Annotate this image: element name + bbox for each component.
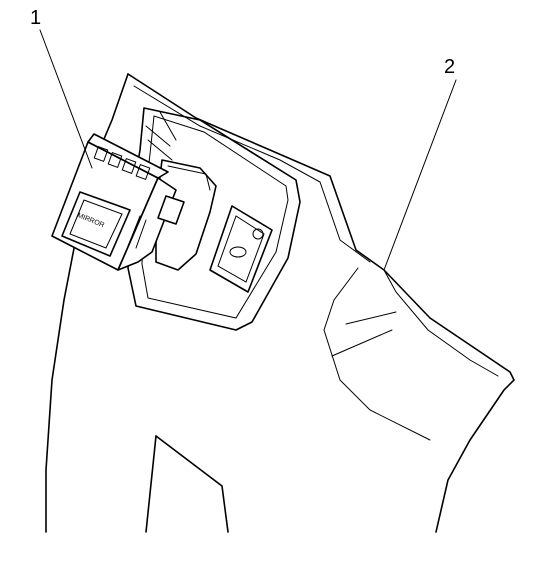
panel-cutout bbox=[145, 435, 229, 533]
trim-panel bbox=[45, 73, 515, 533]
callout-2: 2 bbox=[444, 56, 456, 78]
callout-1: 1 bbox=[30, 7, 42, 29]
panel-switch bbox=[209, 205, 273, 293]
leader-line-2 bbox=[383, 79, 457, 271]
mirror-switch: MIRROR bbox=[51, 133, 185, 271]
leader-line-1 bbox=[39, 29, 93, 169]
